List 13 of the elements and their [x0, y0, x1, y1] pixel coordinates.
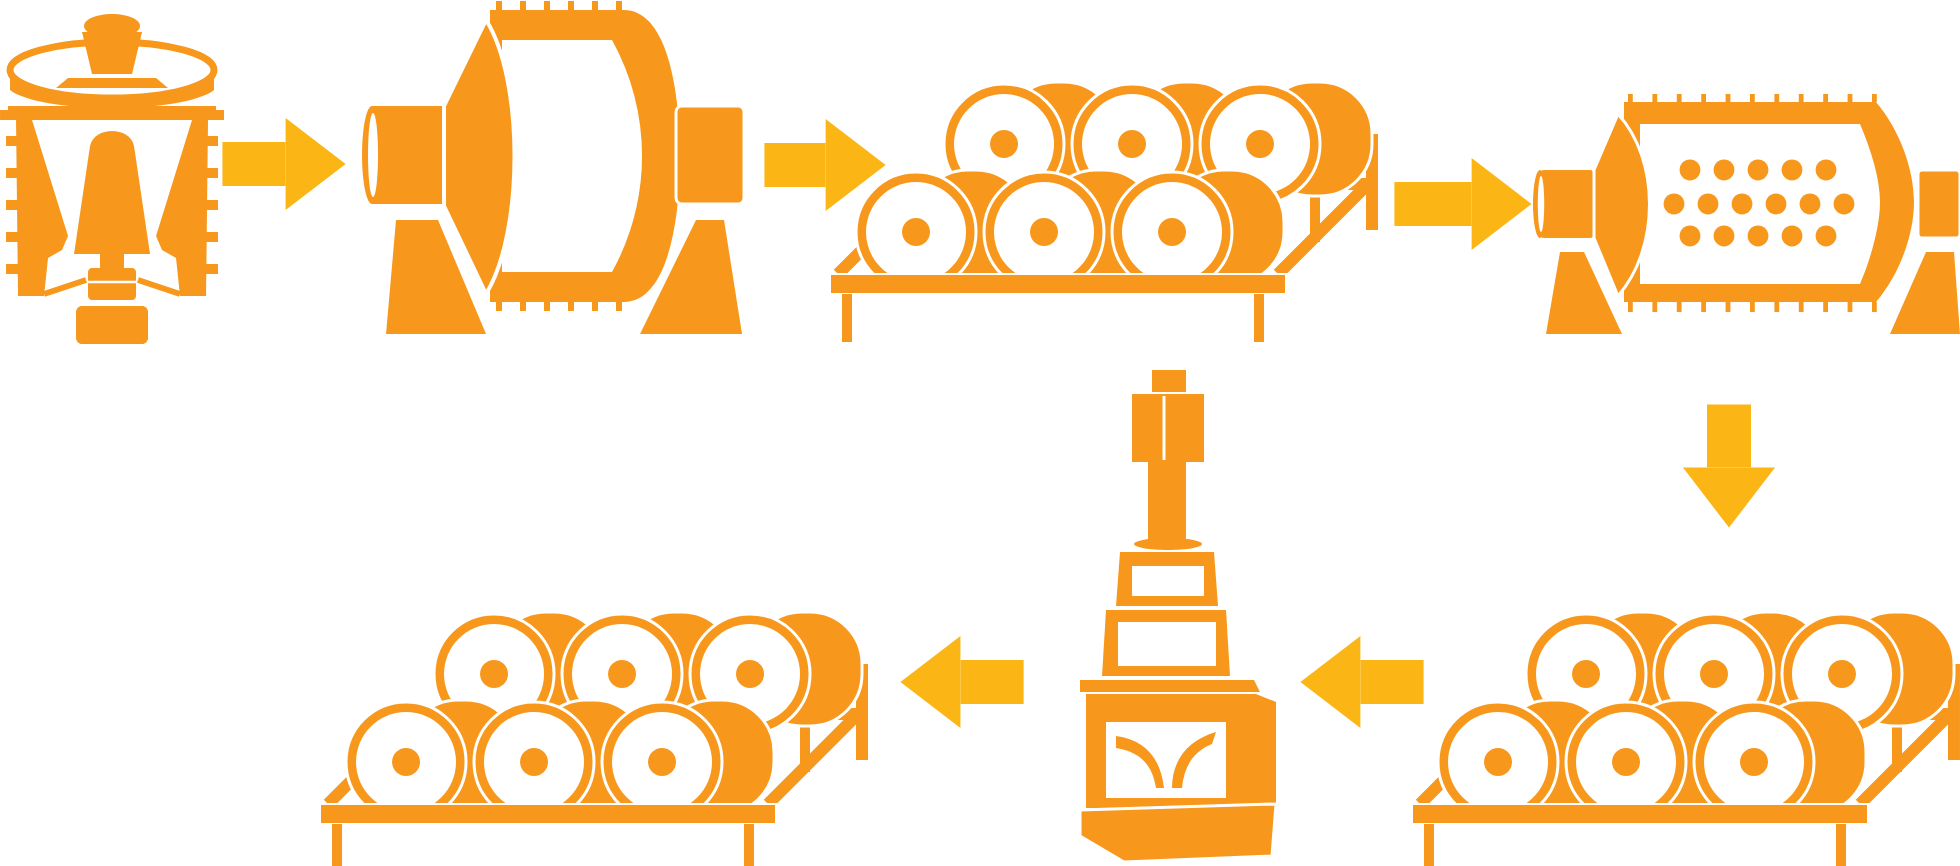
pallet-rolls-picture — [319, 610, 868, 866]
arrow — [1300, 636, 1424, 728]
arrow — [222, 118, 346, 210]
crusher-picture — [0, 14, 224, 344]
pallet-rolls-picture — [829, 80, 1378, 342]
pallet-rolls-picture — [1411, 610, 1960, 866]
tower-machine-picture — [1078, 370, 1278, 864]
drum-mill-picture — [362, 1, 746, 334]
ball-mill-picture — [1533, 94, 1960, 334]
arrow — [1683, 404, 1775, 528]
arrow — [900, 636, 1024, 728]
arrow — [1394, 158, 1532, 250]
arrow — [764, 119, 886, 211]
